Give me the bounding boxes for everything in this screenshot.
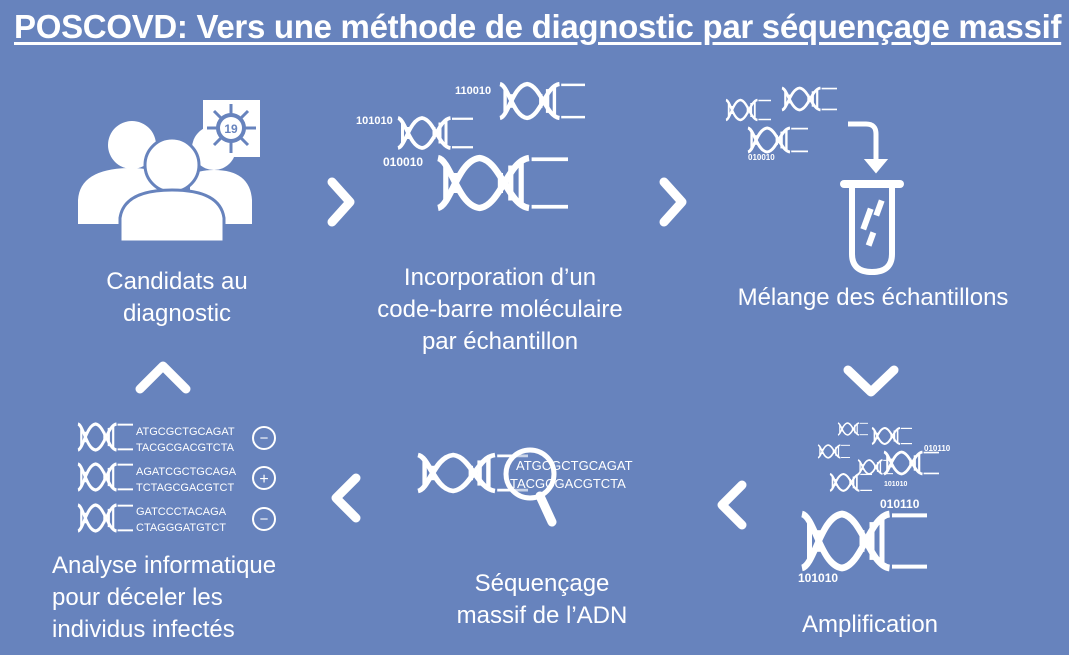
label-line: par échantillon — [421, 328, 579, 355]
arrow-left-icon-2 — [331, 473, 361, 523]
dna-icon-6 — [746, 126, 810, 154]
label-line: code-barre moléculaire — [377, 296, 623, 323]
dna-icon-12 — [828, 472, 874, 492]
label-line: Amplification — [801, 611, 939, 638]
arrow-right-icon-2 — [664, 182, 682, 222]
label-line: Séquençage — [474, 570, 610, 597]
label-line: Analyse informatique — [52, 552, 277, 579]
barcode-label-5: 010110 — [880, 497, 920, 511]
arrow-right-icon-1 — [332, 182, 350, 222]
result-1-bottom: TACGCGACGTCTA — [136, 442, 235, 454]
arrow-left-icon-1 — [717, 480, 747, 530]
curved-arrow-icon — [848, 121, 879, 160]
test-tube-icon — [840, 180, 904, 276]
sequencing-icon: ATGCGCTGCAGAT TACGCGACGTCTA — [418, 447, 633, 527]
dna-icon-2 — [500, 84, 585, 118]
barcode-label-1: 110010 — [455, 85, 491, 97]
barcode-label-4: 010010 — [748, 153, 775, 162]
dna-icon-9 — [817, 444, 851, 459]
amplification-dna-icon: 010110 010110 101010 101010 — [798, 422, 951, 585]
virus-badge-text: 19 — [224, 122, 238, 136]
dna-icon-15 — [76, 422, 135, 452]
dna-icon-1 — [396, 116, 475, 150]
analysis-results-icon: ATGCGCTGCAGAT TACGCGACGTCTA AGATCGCTGCAG… — [76, 422, 276, 534]
barcode-label-2: 101010 — [356, 115, 393, 127]
sequence-bottom: TACGCGACGTCTA — [510, 476, 626, 491]
dna-icon-8 — [870, 426, 914, 446]
positive-result-icon — [252, 466, 276, 490]
barcode-label-8: 101010 — [798, 571, 838, 585]
result-2-sign: + — [259, 471, 268, 488]
result-3-bottom: CTAGGGATGTCT — [136, 522, 226, 534]
mixing-dna-icon: 010010 — [724, 86, 839, 162]
dna-icon-3 — [438, 158, 568, 208]
virus-badge-icon: 19 — [203, 100, 260, 157]
step-label-mixing: Mélange des échantillons — [700, 282, 1046, 314]
step-label-candidates: Candidats au diagnostic — [60, 266, 294, 330]
step-label-analysis: Analyse informatique pour déceler les in… — [30, 550, 330, 646]
result-1-sign: − — [260, 430, 269, 447]
dna-icon-4 — [724, 98, 773, 122]
label-line: Incorporation d’un — [403, 264, 597, 291]
label-line: massif de l’ADN — [456, 602, 628, 629]
negative-result-icon — [252, 426, 276, 450]
barcode-label-3: 010010 — [383, 155, 423, 169]
label-line: individus infectés — [52, 616, 235, 643]
arrow-down-icon — [843, 365, 899, 397]
diagram-title: POSCOVD: Vers une méthode de diagnostic … — [14, 8, 1062, 45]
dna-icon-7 — [837, 422, 869, 436]
result-3-top: GATCCCTACAGA — [136, 506, 227, 518]
label-line: Candidats au — [106, 268, 248, 295]
step-label-barcode: Incorporation d’un code-barre moléculair… — [340, 262, 660, 358]
dna-icon-13 — [802, 514, 927, 568]
step-label-sequencing: Séquençage massif de l’ADN — [420, 568, 664, 632]
barcode-dna-group-icon: 110010 101010 010010 — [356, 84, 585, 208]
dna-icon-17 — [76, 503, 135, 533]
people-group-icon — [78, 121, 252, 244]
result-2-top: AGATCGCTGCAGA — [136, 466, 237, 478]
sequence-top: ATGCGCTGCAGAT — [516, 458, 633, 473]
result-3-sign: − — [260, 511, 269, 528]
dna-icon-16 — [76, 462, 135, 492]
label-line: diagnostic — [122, 300, 232, 327]
barcode-label-6: 010110 — [924, 444, 951, 453]
result-2-bottom: TCTAGCGACGTCT — [136, 482, 234, 494]
label-line: Mélange des échantillons — [737, 284, 1009, 311]
barcode-label-7: 101010 — [884, 481, 907, 488]
result-1-top: ATGCGCTGCAGAT — [136, 426, 235, 438]
dna-icon-5 — [780, 86, 839, 112]
label-line: pour déceler les — [52, 584, 223, 611]
arrow-up-icon — [135, 361, 191, 394]
dna-icon-11 — [882, 450, 941, 476]
step-label-amplification: Amplification — [770, 609, 970, 641]
negative-result-icon — [252, 507, 276, 531]
